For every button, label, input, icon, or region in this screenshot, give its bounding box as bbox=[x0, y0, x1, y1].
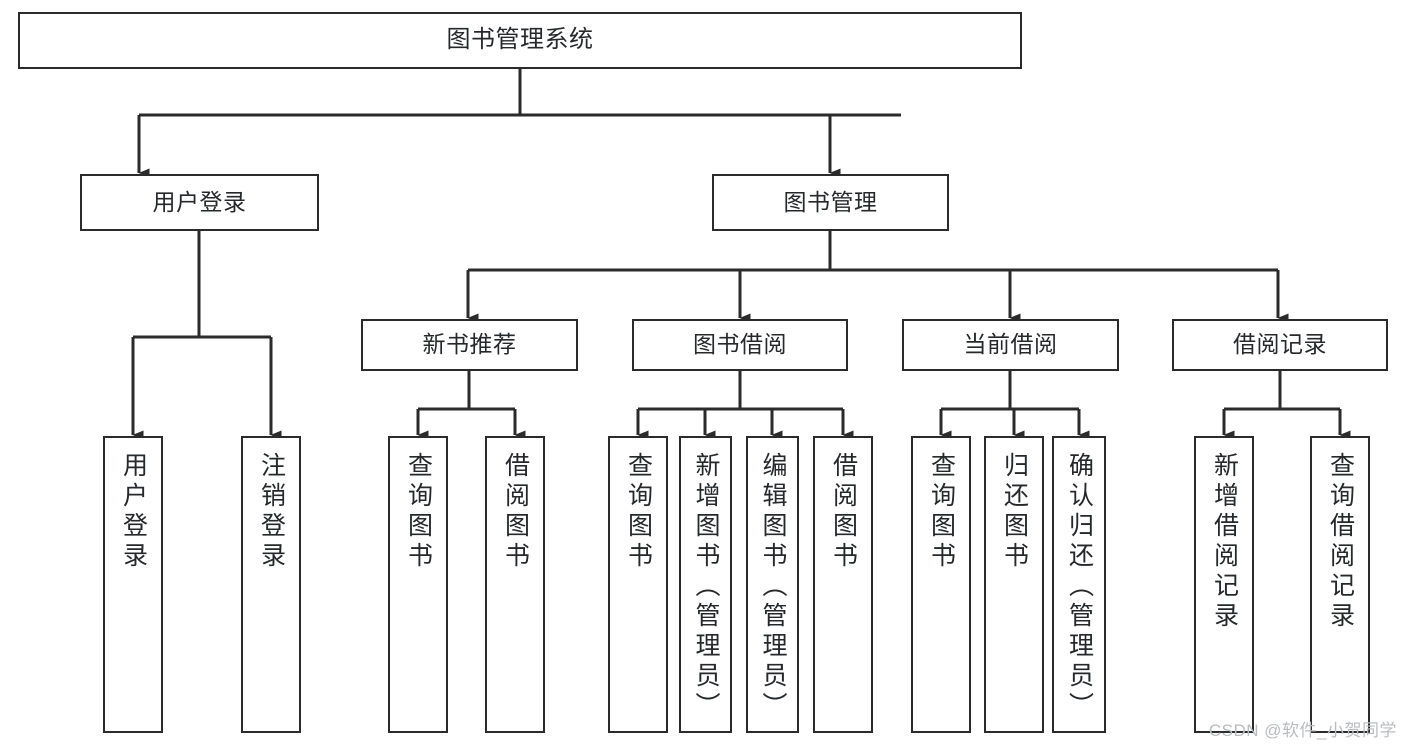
leaf-add-book-admin[interactable]: 新增图书（管理员） bbox=[679, 436, 732, 733]
node-current-borrow[interactable]: 当前借阅 bbox=[902, 319, 1119, 371]
leaf-query-book-recommend-label: 查询图书 bbox=[404, 452, 433, 572]
node-book-borrow-label: 图书借阅 bbox=[693, 331, 787, 358]
leaf-add-borrow-record[interactable]: 新增借阅记录 bbox=[1194, 436, 1254, 733]
leaf-add-book-admin-label: 新增图书（管理员） bbox=[692, 452, 720, 722]
leaf-confirm-return-admin-label: 确认归还（管理员） bbox=[1065, 452, 1094, 722]
leaf-return-book-label: 归还图书 bbox=[1000, 452, 1029, 572]
leaf-user-logout-label: 注销登录 bbox=[257, 452, 286, 572]
leaf-borrow-book-recommend-label: 借阅图书 bbox=[501, 452, 530, 572]
leaf-user-login-label: 用户登录 bbox=[119, 452, 148, 572]
leaf-query-book-borrow-label: 查询图书 bbox=[624, 452, 653, 572]
node-current-borrow-label: 当前借阅 bbox=[963, 331, 1058, 358]
node-borrow-record-label: 借阅记录 bbox=[1233, 331, 1327, 358]
leaf-query-borrow-record[interactable]: 查询借阅记录 bbox=[1310, 436, 1370, 733]
leaf-confirm-return-admin[interactable]: 确认归还（管理员） bbox=[1052, 436, 1106, 733]
node-book-management[interactable]: 图书管理 bbox=[712, 174, 949, 231]
leaf-query-book-current-label: 查询图书 bbox=[927, 452, 956, 572]
leaf-edit-book-admin-label: 编辑图书（管理员） bbox=[759, 452, 787, 722]
node-borrow-record[interactable]: 借阅记录 bbox=[1172, 319, 1388, 371]
node-book-borrow[interactable]: 图书借阅 bbox=[632, 319, 848, 371]
leaf-return-book[interactable]: 归还图书 bbox=[984, 436, 1044, 733]
node-new-book-recommend-label: 新书推荐 bbox=[422, 331, 517, 358]
leaf-query-book-recommend[interactable]: 查询图书 bbox=[388, 436, 448, 733]
leaf-user-logout[interactable]: 注销登录 bbox=[241, 436, 301, 733]
node-user-login-label: 用户登录 bbox=[152, 188, 247, 215]
leaf-add-borrow-record-label: 新增借阅记录 bbox=[1210, 452, 1239, 632]
node-root-label: 图书管理系统 bbox=[446, 26, 594, 54]
node-user-login[interactable]: 用户登录 bbox=[80, 174, 319, 231]
leaf-query-book-current[interactable]: 查询图书 bbox=[911, 436, 971, 733]
leaf-query-borrow-record-label: 查询借阅记录 bbox=[1326, 452, 1355, 632]
leaf-query-book-borrow[interactable]: 查询图书 bbox=[608, 436, 668, 733]
watermark: CSDN @软件_小贺同学 bbox=[1208, 721, 1397, 740]
node-new-book-recommend[interactable]: 新书推荐 bbox=[361, 319, 578, 371]
leaf-borrow-book-borrow[interactable]: 借阅图书 bbox=[813, 436, 873, 733]
leaf-edit-book-admin[interactable]: 编辑图书（管理员） bbox=[746, 436, 799, 733]
leaf-borrow-book-borrow-label: 借阅图书 bbox=[829, 452, 858, 572]
leaf-user-login[interactable]: 用户登录 bbox=[103, 436, 163, 733]
node-book-management-label: 图书管理 bbox=[783, 188, 878, 215]
leaf-borrow-book-recommend[interactable]: 借阅图书 bbox=[485, 436, 545, 733]
node-root[interactable]: 图书管理系统 bbox=[18, 12, 1022, 69]
